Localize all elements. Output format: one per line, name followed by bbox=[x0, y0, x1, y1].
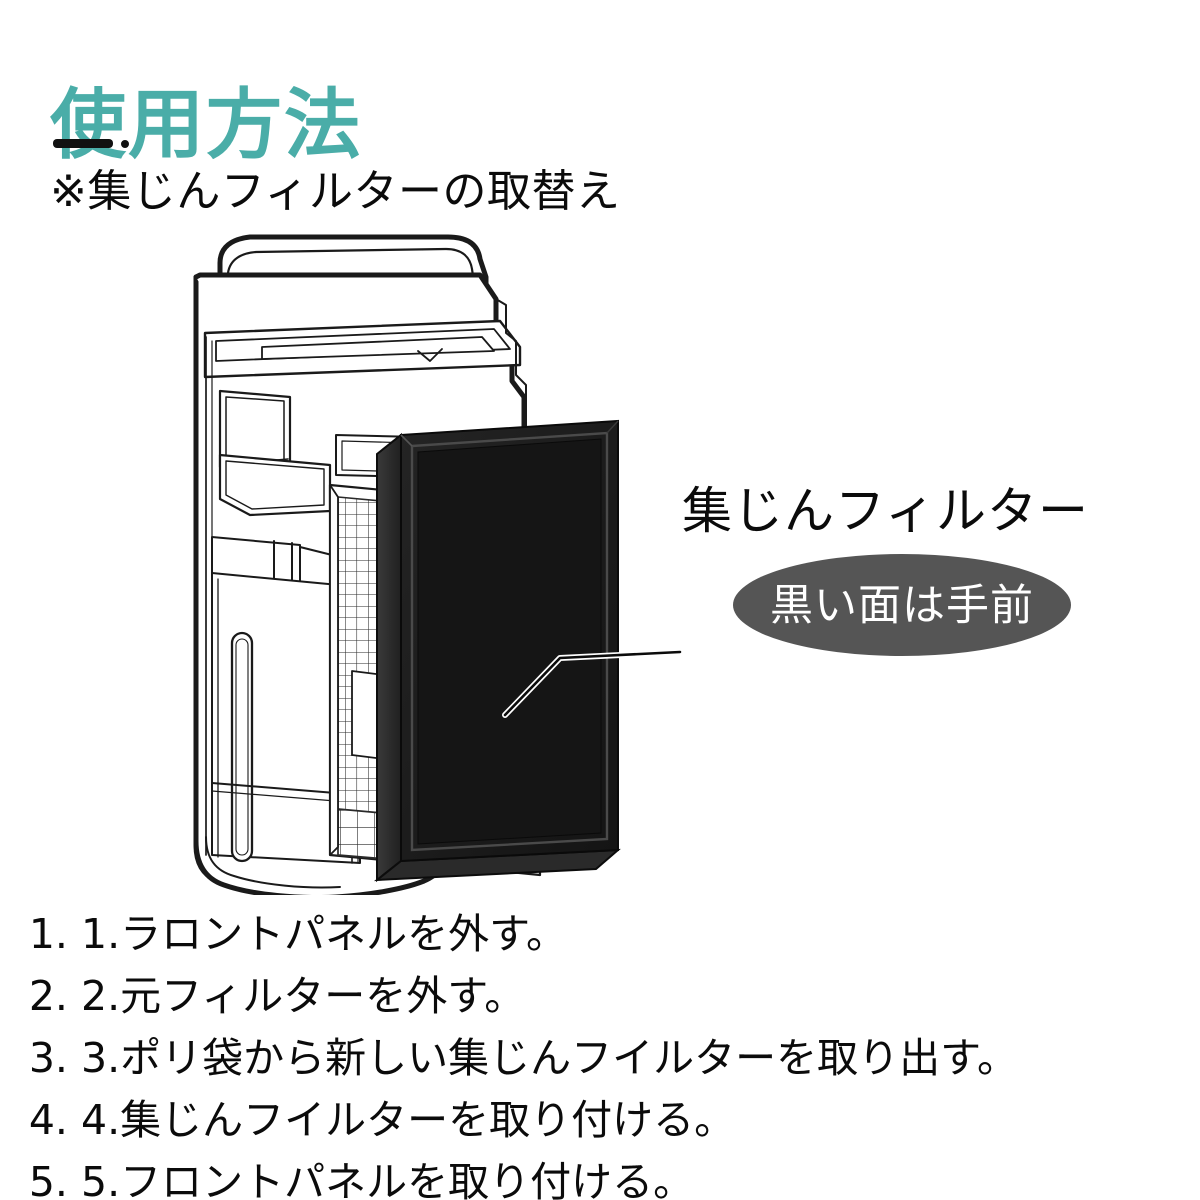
filter-callout-label: 集じんフィルター bbox=[682, 482, 1089, 540]
instruction-steps-list: 1.ラロントパネルを外す。 2.元フィルターを外す。 3.ポリ袋から新しい集じん… bbox=[41, 914, 1200, 1200]
list-item: 5.フロントパネルを取り付ける。 bbox=[81, 1162, 1200, 1200]
callout-leader-line bbox=[502, 649, 683, 718]
air-purifier-illustration bbox=[0, 215, 1200, 895]
dust-filter-panel bbox=[373, 419, 621, 883]
status-badge-label: 黒い面は手前 bbox=[770, 580, 1034, 631]
rule-dot-icon bbox=[121, 140, 129, 148]
list-item: 4.集じんフイルターを取り付ける。 bbox=[81, 1100, 1200, 1141]
list-item: 3.ポリ袋から新しい集じんフイルターを取り出す。 bbox=[81, 1038, 1200, 1079]
list-item: 1.ラロントパネルを外す。 bbox=[81, 914, 1200, 955]
title-underline-rule bbox=[53, 134, 183, 152]
page-title: 使用方法 bbox=[50, 79, 362, 169]
list-item: 2.元フィルターを外す。 bbox=[81, 976, 1200, 1017]
status-badge: 黒い面は手前 bbox=[733, 554, 1071, 656]
section-subtitle: ※集じんフィルターの取替え bbox=[50, 166, 621, 217]
rule-bar bbox=[53, 139, 113, 148]
